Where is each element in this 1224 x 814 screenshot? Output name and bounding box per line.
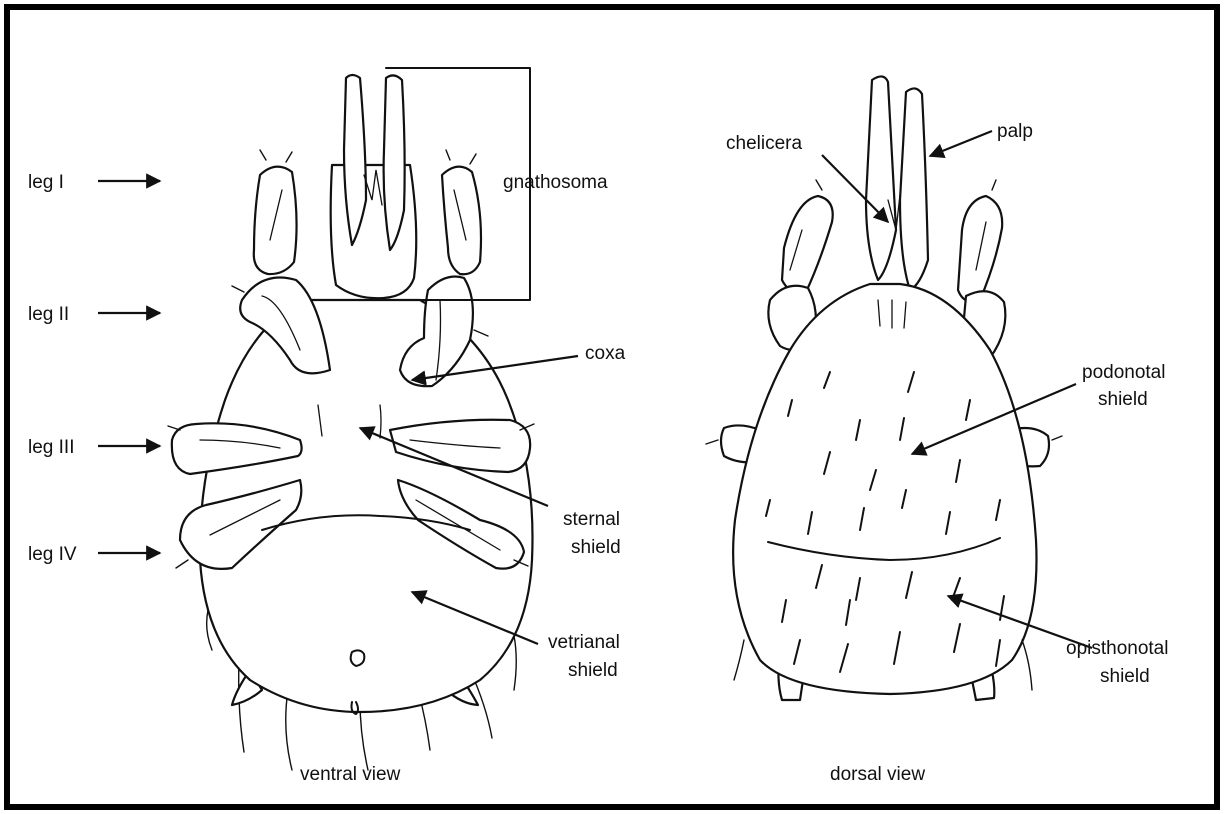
label-opisthonotal-shield-line2: shield: [1100, 666, 1150, 687]
label-leg-3: leg III: [28, 437, 74, 458]
label-leg-2: leg II: [28, 304, 69, 325]
figure-border: [7, 7, 1217, 807]
label-sternal-shield-line1: sternal: [563, 509, 620, 530]
label-leg-4: leg IV: [28, 544, 77, 565]
ventral-mite-illustration: [168, 68, 534, 770]
label-opisthonotal-shield-line1: opisthonotal: [1066, 638, 1168, 659]
label-vetrianal-shield-line1: vetrianal: [548, 632, 620, 653]
label-gnathosoma: gnathosoma: [503, 172, 608, 193]
label-chelicera: chelicera: [726, 133, 802, 154]
caption-ventral-view: ventral view: [300, 764, 401, 785]
label-vetrianal-shield-line2: shield: [568, 660, 618, 681]
dorsal-mite-illustration: [706, 76, 1062, 700]
label-podonotal-shield-line1: podonotal: [1082, 362, 1165, 383]
caption-dorsal-view: dorsal view: [830, 764, 925, 785]
label-sternal-shield-line2: shield: [571, 537, 621, 558]
label-coxa: coxa: [585, 343, 626, 364]
label-podonotal-shield-line2: shield: [1098, 389, 1148, 410]
label-palp: palp: [997, 121, 1033, 142]
label-leg-1: leg I: [28, 172, 64, 193]
